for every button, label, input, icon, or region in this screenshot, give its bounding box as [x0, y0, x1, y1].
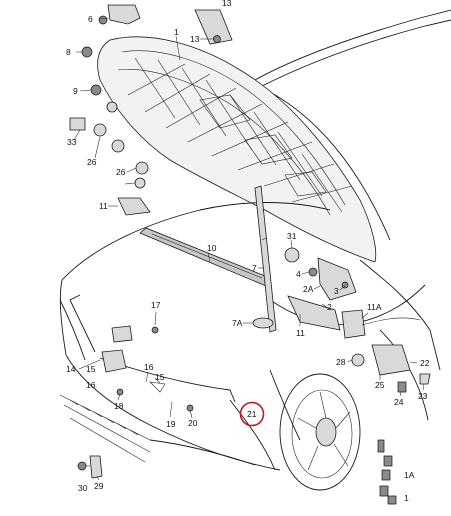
- callout-11: 11: [99, 201, 108, 211]
- callout-4: 4: [296, 269, 301, 279]
- highlight-circle-21: [239, 401, 265, 427]
- callout-7: 7: [252, 263, 257, 273]
- callout-9: 9: [73, 86, 78, 96]
- callout-11A: 11A: [367, 302, 382, 312]
- callout-7A: 7A: [232, 318, 243, 328]
- callout-14: 14: [66, 364, 76, 374]
- callout-29: 29: [94, 481, 104, 491]
- callout-26: 26: [87, 157, 97, 167]
- callout-6: 6: [88, 14, 93, 24]
- windshield-outline: [254, 9, 451, 241]
- hinge-parts-top-left: [69, 4, 233, 216]
- callout-18: 18: [114, 401, 124, 411]
- callout-15: 15: [155, 372, 165, 382]
- callout-13: 13: [222, 0, 232, 8]
- callout-1A: 1A: [404, 470, 415, 480]
- callout-21: 21: [247, 409, 257, 419]
- callout-1: 1: [174, 27, 179, 37]
- callout-26: 26: [116, 167, 126, 177]
- latch-parts-right: [284, 247, 431, 393]
- callout-30: 30: [78, 483, 88, 493]
- car-front-body: [59, 202, 441, 491]
- leader-lines: [73, 17, 425, 481]
- callout-11: 11: [296, 328, 305, 338]
- callout-19: 19: [166, 419, 176, 429]
- callout-3: 3: [334, 286, 339, 296]
- release-cable: [69, 294, 236, 412]
- callout-16: 16: [86, 380, 96, 390]
- callout-2A: 2A: [303, 284, 314, 294]
- callout-25: 25: [375, 380, 385, 390]
- callout-16: 16: [144, 362, 154, 372]
- callout-20: 20: [188, 418, 198, 428]
- callout-1: 1: [404, 493, 409, 503]
- callout-28: 28: [336, 357, 346, 367]
- gas-strut: [252, 185, 277, 333]
- callout-24: 24: [394, 397, 404, 407]
- callout-31: 31: [287, 231, 297, 241]
- callout-22: 22: [420, 358, 430, 368]
- callout-33: 33: [67, 137, 77, 147]
- callout-15: 15: [86, 364, 96, 374]
- bracket-bottom-left: [77, 455, 103, 479]
- callout-8: 8: [66, 47, 71, 57]
- callout-10: 10: [207, 243, 217, 253]
- callout-13: 13: [190, 34, 200, 44]
- callout-17: 17: [151, 300, 161, 310]
- callout-23: 23: [418, 391, 428, 401]
- hood-panel: [97, 36, 377, 263]
- callout-2: 2: [327, 302, 332, 312]
- fasteners-bottom-right: [377, 439, 397, 505]
